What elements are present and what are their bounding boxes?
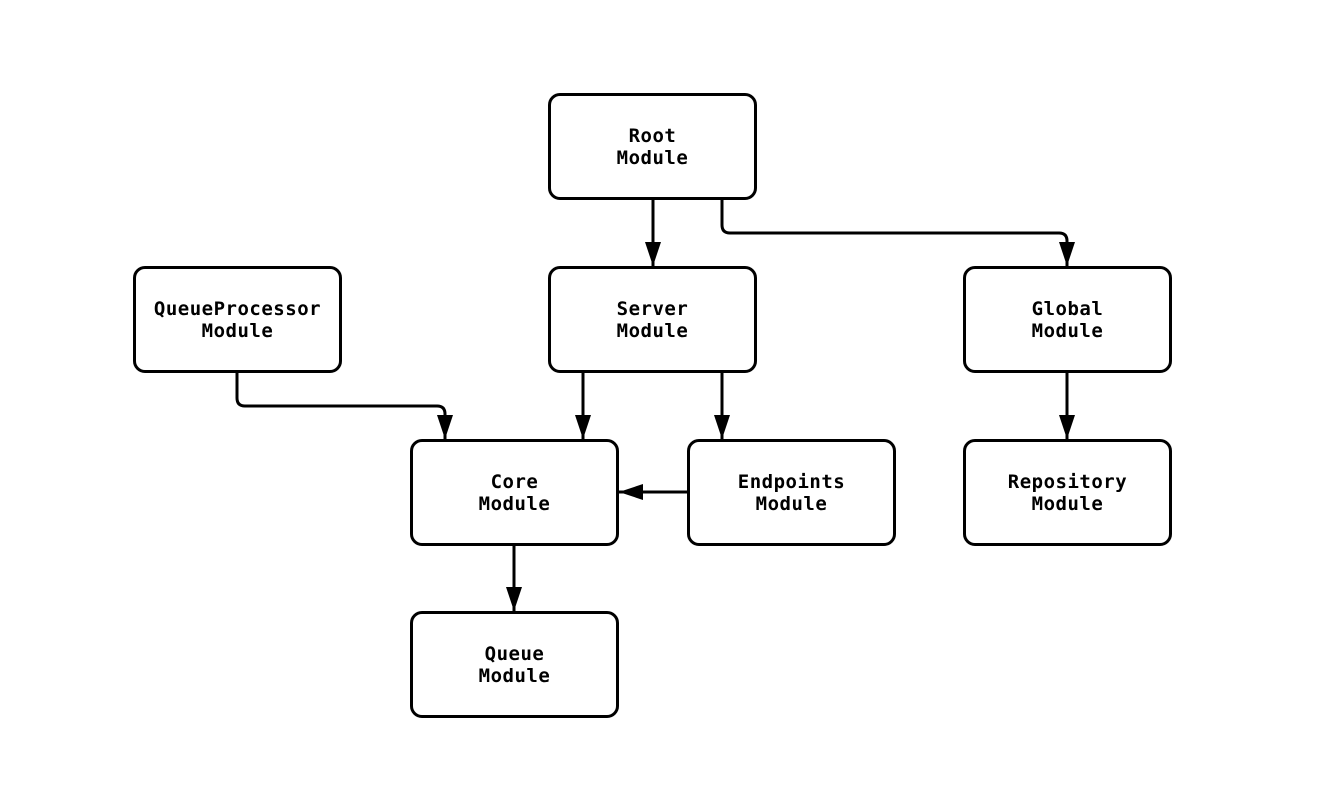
node-core-module-label: Core Module [478, 470, 551, 515]
node-queueprocessor-module: QueueProcessor Module [133, 266, 342, 373]
node-root-module: Root Module [548, 93, 757, 200]
edge-queueprocessor-to-core [235, 373, 453, 439]
node-queue-module-label: Queue Module [478, 642, 551, 687]
node-root-module-label: Root Module [616, 124, 689, 169]
node-global-module: Global Module [963, 266, 1172, 373]
node-server-module: Server Module [548, 266, 757, 373]
node-repository-module-label: Repository Module [1007, 470, 1128, 515]
node-queue-module: Queue Module [410, 611, 619, 718]
node-global-module-label: Global Module [1031, 297, 1104, 342]
node-endpoints-module: Endpoints Module [687, 439, 896, 546]
edge-root-to-global [720, 199, 1075, 266]
node-repository-module: Repository Module [963, 439, 1172, 546]
node-queueprocessor-module-label: QueueProcessor Module [153, 297, 322, 342]
node-server-module-label: Server Module [616, 297, 689, 342]
node-core-module: Core Module [410, 439, 619, 546]
node-endpoints-module-label: Endpoints Module [737, 470, 846, 515]
